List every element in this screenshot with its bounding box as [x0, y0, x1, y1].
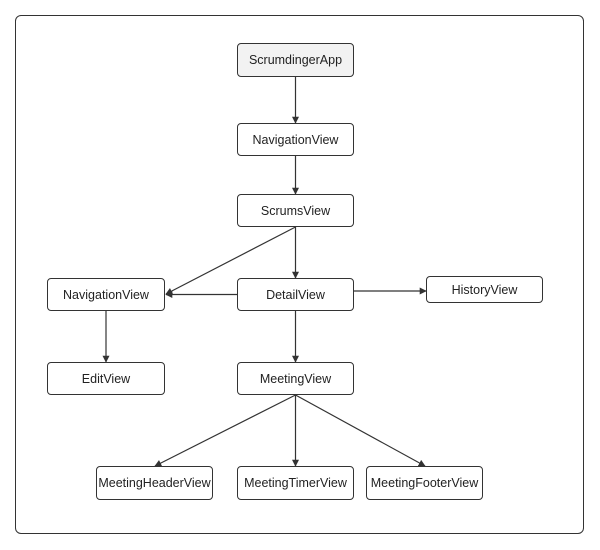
- edge-meeting-to-footer: [295, 394, 426, 467]
- node-scrums-view: ScrumsView: [237, 194, 354, 227]
- node-scrumdinger-app: ScrumdingerApp: [237, 43, 354, 77]
- node-edit-view: EditView: [47, 362, 165, 395]
- node-meeting-view: MeetingView: [237, 362, 354, 395]
- node-navigation-view-top: NavigationView: [237, 123, 354, 156]
- node-meeting-header-view: MeetingHeaderView: [96, 466, 213, 500]
- node-detail-view: DetailView: [237, 278, 354, 311]
- edge-meeting-to-header: [154, 394, 296, 467]
- edge-scrums-to-navigation-left: [165, 226, 296, 295]
- node-meeting-timer-view: MeetingTimerView: [237, 466, 354, 500]
- diagram-frame: [15, 15, 584, 534]
- node-history-view: HistoryView: [426, 276, 543, 303]
- node-navigation-view-left: NavigationView: [47, 278, 165, 311]
- node-meeting-footer-view: MeetingFooterView: [366, 466, 483, 500]
